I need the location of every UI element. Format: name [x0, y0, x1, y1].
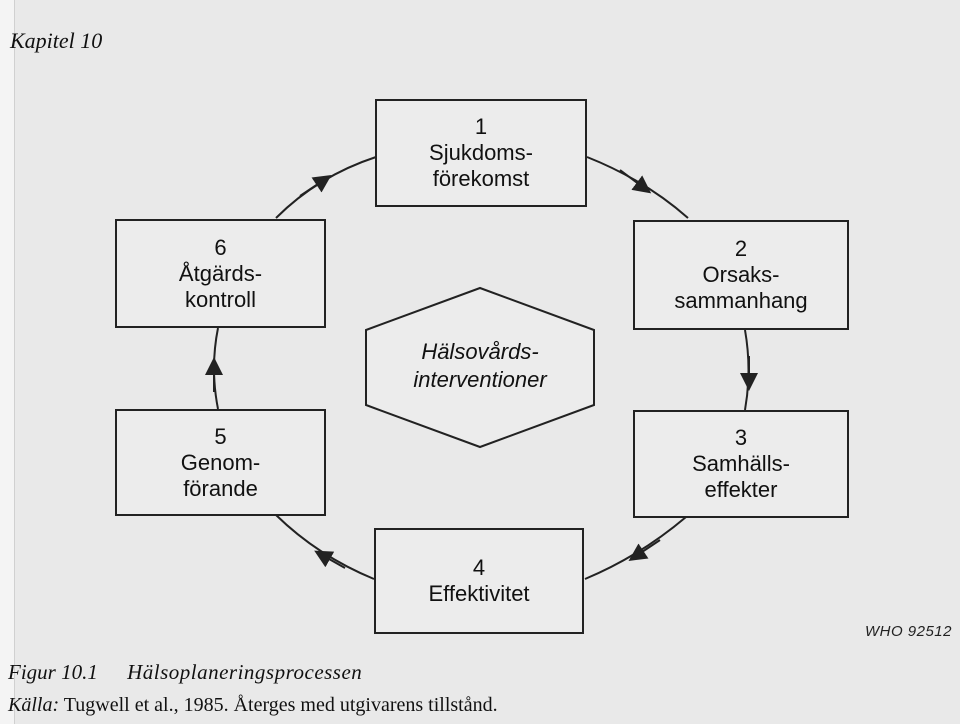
box-5-number: 5 [214, 423, 227, 449]
chapter-header: Kapitel 10 [10, 28, 103, 53]
who-credit: WHO 92512 [864, 623, 952, 640]
center-label: Hälsovårds- interventioner [372, 338, 588, 394]
source-text: Tugwell et al., 1985. Återges med utgiva… [63, 694, 498, 716]
figure-caption: Figur 10.1 Hälsoplaneringsprocessen [8, 660, 362, 685]
box-6-line2: kontroll [185, 286, 256, 312]
box-5-line2: förande [183, 475, 258, 501]
connector-3-4 [584, 516, 687, 580]
connector-2-3 [744, 329, 750, 411]
box-6-action-control: 6 Åtgärds- kontroll [115, 219, 326, 328]
figure-title: Hälsoplaneringsprocessen [127, 660, 363, 684]
box-5-implementation: 5 Genom- förande [115, 409, 326, 516]
arrow-6-1-icon [299, 175, 332, 197]
center-label-line2: interventioner [413, 367, 547, 392]
box-6-line1: Åtgärds- [178, 260, 263, 286]
box-3-societal-effects: 3 Samhälls- effekter [633, 410, 849, 518]
center-label-line1: Hälsovårds- [421, 339, 539, 364]
box-6-number: 6 [214, 234, 227, 260]
box-1-disease-occurrence: 1 Sjukdoms- förekomst [375, 99, 587, 207]
source-label: Källa: [8, 694, 60, 716]
box-2-number: 2 [734, 236, 748, 261]
arrow-3-4-icon [628, 539, 661, 561]
box-1-line2: förekomst [432, 166, 530, 191]
box-3-number: 3 [734, 425, 748, 450]
box-1-line1: Sjukdoms- [429, 140, 533, 165]
arrow-4-5-icon [314, 550, 346, 569]
figure-source: Källa: Tugwell et al., 1985. Återges med… [8, 694, 498, 717]
box-3-line2: effekter [704, 477, 778, 502]
box-3-line1: Samhälls- [692, 451, 790, 476]
box-4-efficiency: 4 Effektivitet [374, 528, 584, 634]
arrow-1-2-icon [619, 169, 652, 194]
box-4-line1: Effektivitet [428, 581, 530, 606]
box-2-line2: sammanhang [674, 288, 808, 313]
box-5-line1: Genom- [180, 449, 261, 475]
connector-4-5 [275, 514, 375, 580]
connector-6-1 [275, 156, 377, 219]
connector-1-2 [586, 156, 689, 219]
box-2-line1: Orsaks- [702, 262, 780, 287]
box-4-number: 4 [472, 555, 486, 580]
figure-number: Figur 10.1 [8, 660, 98, 684]
page-edge [0, 0, 15, 724]
center-hexagon [365, 286, 595, 449]
box-1-number: 1 [474, 114, 488, 139]
box-2-causal-relationship: 2 Orsaks- sammanhang [633, 220, 849, 330]
